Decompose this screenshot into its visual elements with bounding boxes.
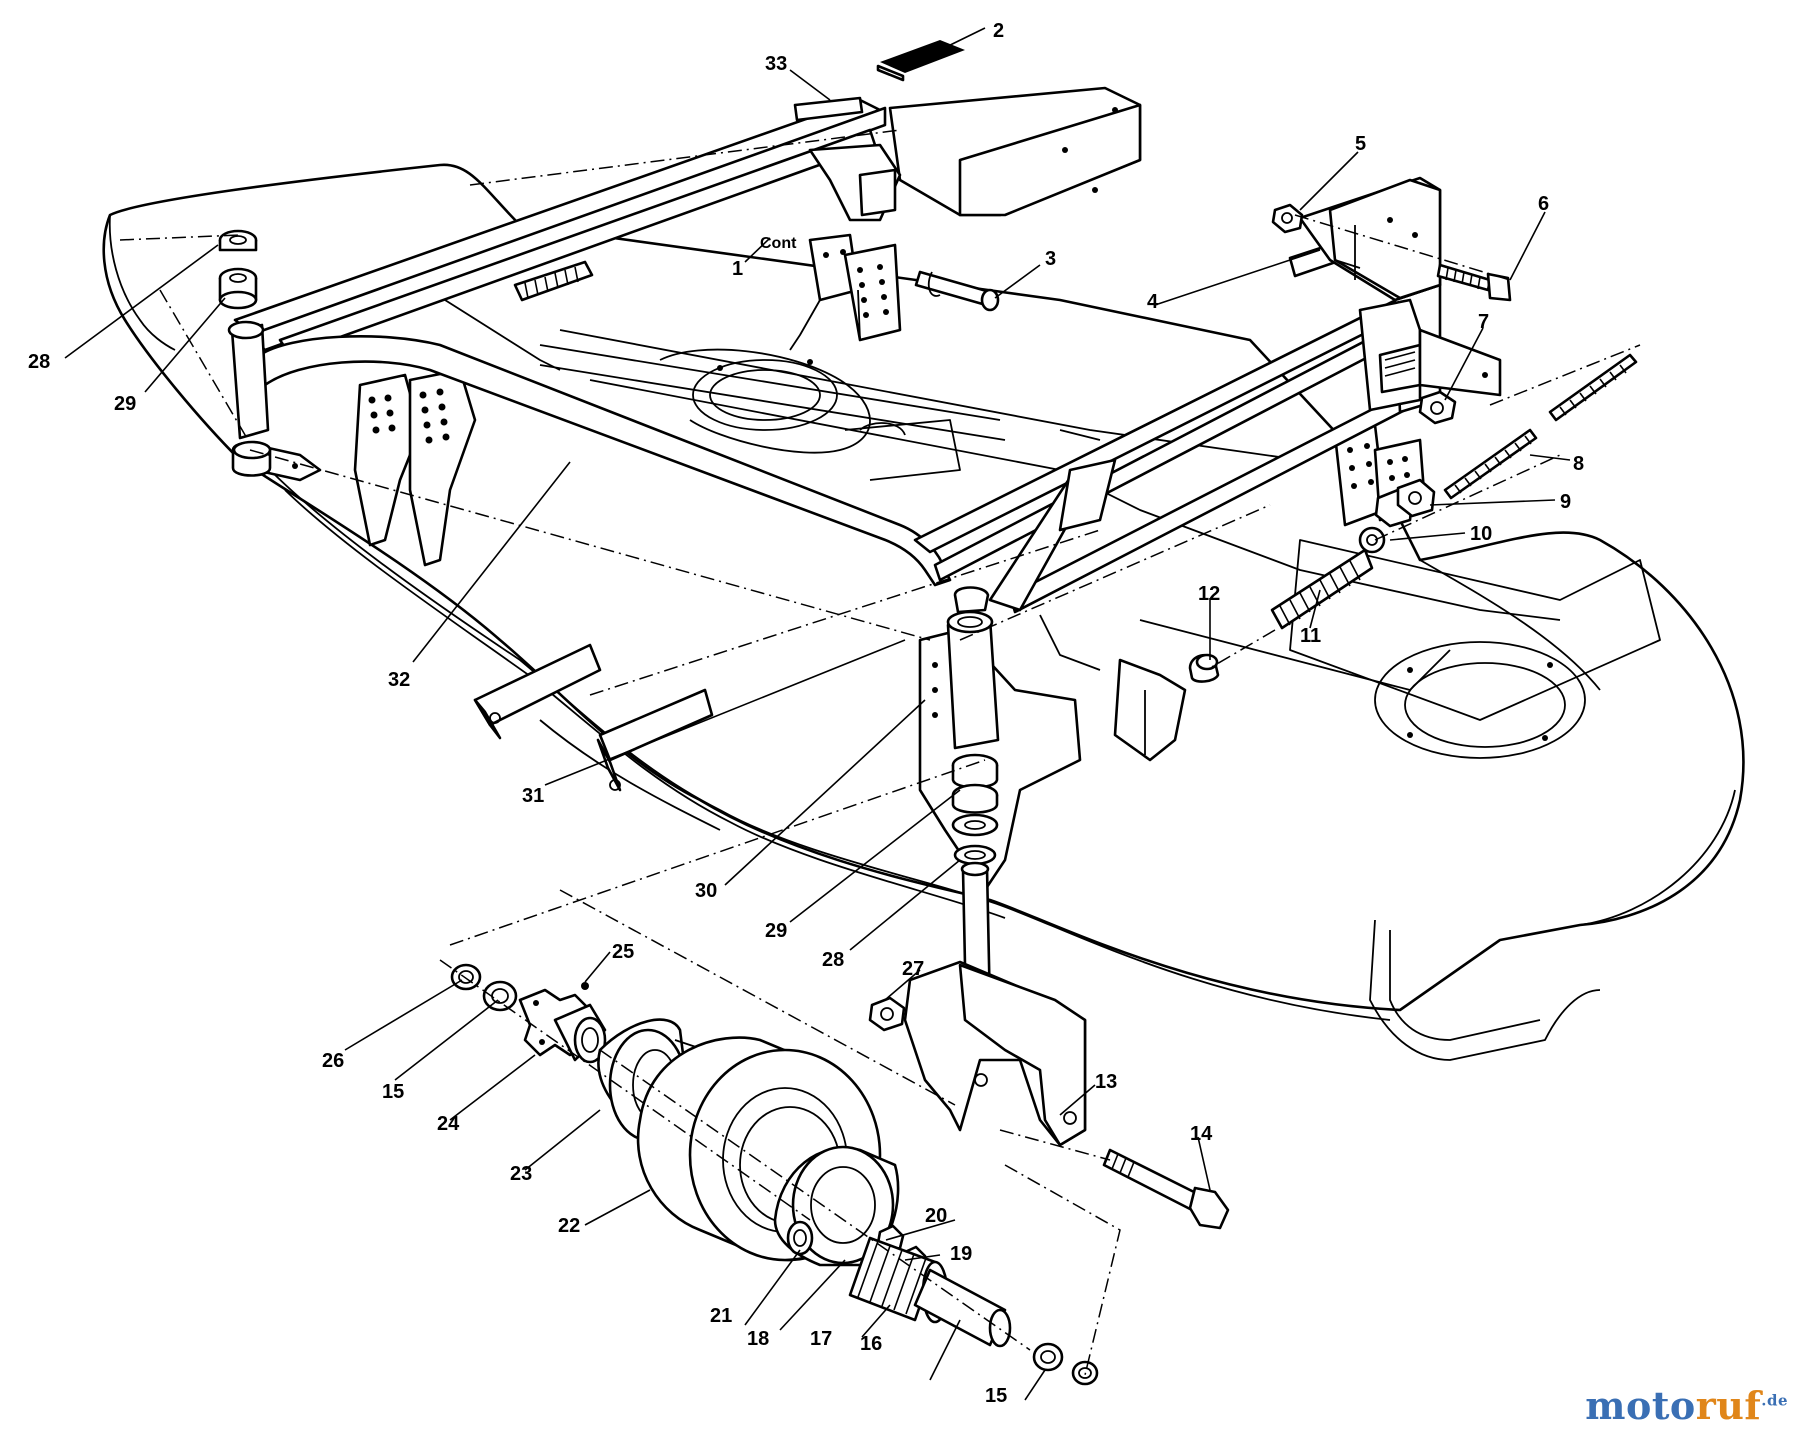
callout-24: 24 xyxy=(437,1113,460,1135)
callout-2: 2 xyxy=(993,20,1004,42)
callout-4: 4 xyxy=(1147,291,1159,313)
leader-lines xyxy=(64,27,1571,1401)
callout-15-top: 15 xyxy=(382,1081,404,1103)
callout-22: 22 xyxy=(558,1215,580,1237)
callout-18: 18 xyxy=(747,1328,769,1350)
callout-15-bottom: 15 xyxy=(985,1385,1007,1407)
callout-1: 1 xyxy=(732,258,743,280)
callout-26: 26 xyxy=(322,1050,344,1072)
callout-6: 6 xyxy=(1538,193,1549,215)
callout-29-left: 29 xyxy=(114,393,136,415)
callout-21: 21 xyxy=(710,1305,732,1327)
callout-13: 13 xyxy=(1095,1071,1117,1093)
callout-14: 14 xyxy=(1190,1123,1213,1145)
callout-9: 9 xyxy=(1560,491,1571,513)
front-cross-frame xyxy=(913,176,1502,614)
callout-7: 7 xyxy=(1478,311,1489,333)
callout-27: 27 xyxy=(902,958,924,980)
callout-16: 16 xyxy=(860,1333,882,1355)
callout-32: 32 xyxy=(388,669,410,691)
callout-20: 20 xyxy=(925,1205,947,1227)
callout-11: 11 xyxy=(1300,625,1321,647)
callout-33: 33 xyxy=(765,53,787,75)
callout-19: 19 xyxy=(950,1243,972,1265)
callout-28-right: 28 xyxy=(822,949,844,971)
rear-frame-bar xyxy=(233,86,1142,441)
deck-links xyxy=(473,643,714,792)
callout-29-right: 29 xyxy=(765,920,787,942)
callout-17: 17 xyxy=(810,1328,832,1350)
callout-10: 10 xyxy=(1470,523,1492,545)
hardware xyxy=(793,40,1638,683)
callout-12: 12 xyxy=(1198,583,1220,605)
motoruf-watermark: motoruf.de xyxy=(1585,1383,1788,1428)
callout-28-left: 28 xyxy=(28,351,50,373)
callout-labels: 2 33 5 6 3 1 Cont 4 7 8 9 10 11 12 13 14… xyxy=(28,20,1584,1407)
callout-8: 8 xyxy=(1573,453,1584,475)
callout-5: 5 xyxy=(1355,133,1366,155)
callout-3: 3 xyxy=(1045,248,1056,270)
callout-31: 31 xyxy=(522,785,544,807)
callout-25: 25 xyxy=(612,941,634,963)
callout-23: 23 xyxy=(510,1163,532,1185)
callout-30: 30 xyxy=(695,880,717,902)
note-cont: Cont xyxy=(760,235,797,252)
wheel-assembly xyxy=(450,963,1099,1386)
caster-stack xyxy=(868,753,1230,1230)
assembly-lines xyxy=(119,129,1641,1376)
